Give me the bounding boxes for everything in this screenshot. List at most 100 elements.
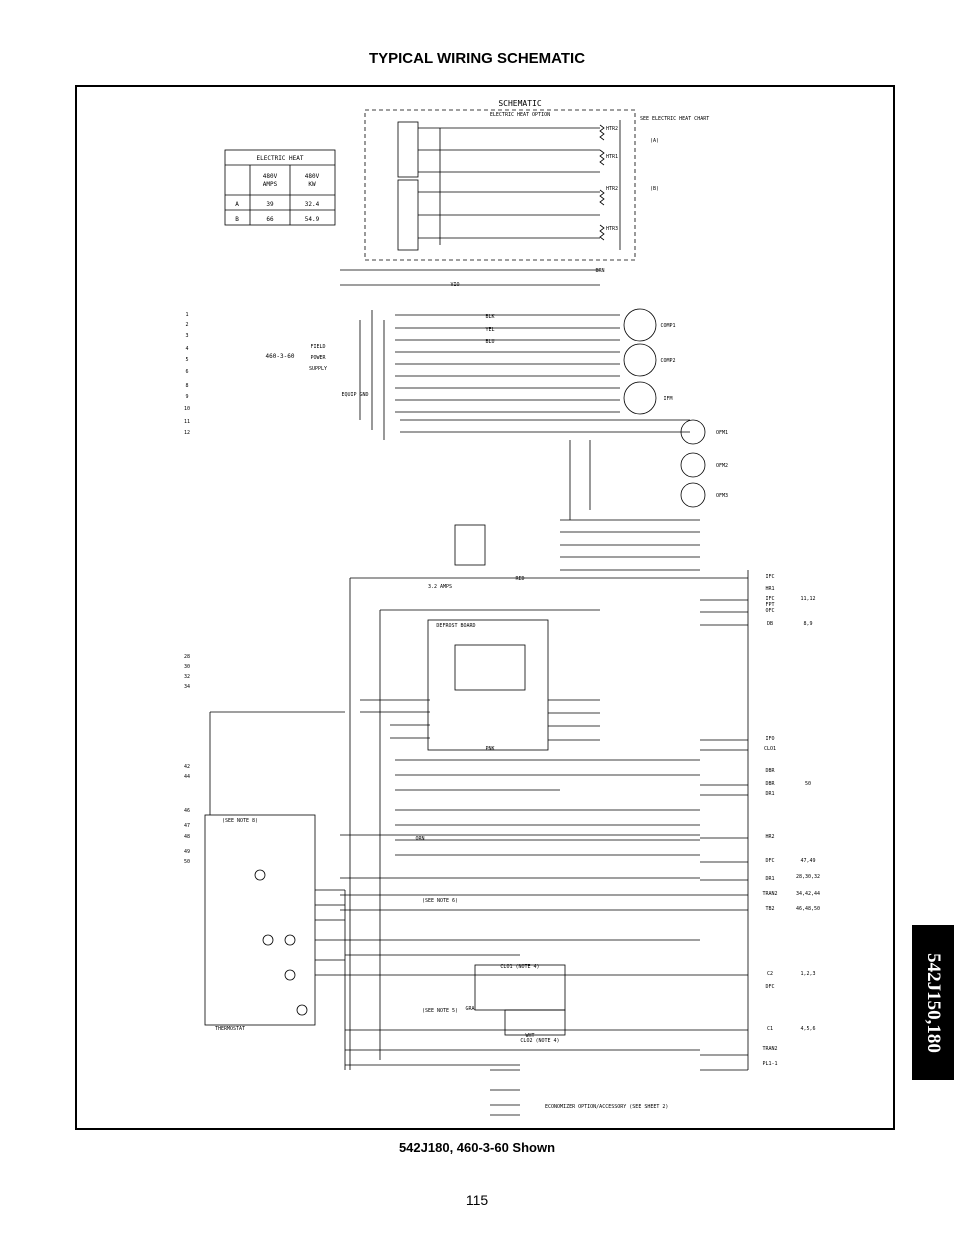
line-number: 50	[184, 859, 190, 865]
clo2-note: CLO2 (NOTE 4)	[520, 1038, 559, 1044]
table-header: 480V	[263, 173, 278, 180]
motor-label: OFM1	[716, 430, 728, 436]
line-number: 9	[185, 394, 188, 400]
line-number: 11	[184, 419, 190, 425]
line-number: 1	[185, 312, 188, 318]
line-number: 30	[184, 664, 190, 670]
heater-group-a: (A)	[650, 138, 659, 144]
wire-color-label: GRA	[465, 1006, 474, 1012]
economizer-note: ECONOMIZER OPTION/ACCESSORY (SEE SHEET 2…	[545, 1104, 668, 1110]
see-note-6: (SEE NOTE 6)	[422, 898, 458, 904]
heater-label: HTR2	[606, 126, 618, 132]
field-power-supply: POWER	[310, 355, 326, 361]
right-ref-label: 28,30,32	[796, 874, 820, 880]
right-terminal-label: DR1	[765, 876, 774, 882]
table-cell: A	[235, 201, 239, 208]
line-number: 34	[184, 684, 190, 690]
field-power-supply: SUPPLY	[309, 366, 327, 372]
right-terminal-label: IFC	[765, 596, 774, 602]
line-number: 5	[185, 357, 188, 363]
right-terminal-label: CLO1	[764, 746, 776, 752]
electric-heat-option-label: ELECTRIC HEAT OPTION	[490, 112, 550, 118]
right-terminal-label: IFC	[765, 574, 774, 580]
clo1-note: CLO1 (NOTE 4)	[500, 964, 539, 970]
right-terminal-label: PL1-1	[762, 1061, 777, 1067]
field-power-supply: FIELD	[310, 344, 325, 350]
motor-label: IFM	[663, 396, 672, 402]
right-ref-label: 8,9	[803, 621, 812, 627]
line-number: 3	[185, 333, 188, 339]
wire-color-label: YEL	[485, 327, 494, 333]
right-terminal-label: DBR	[765, 781, 775, 787]
right-ref-label: 1,2,3	[800, 971, 815, 977]
right-terminal-label: HR1	[765, 586, 774, 592]
line-number: 49	[184, 849, 190, 855]
motor-label: COMP2	[660, 358, 675, 364]
page-title: TYPICAL WIRING SCHEMATIC	[368, 50, 586, 67]
line-number: 46	[184, 808, 190, 814]
cb-rating: 3.2 AMPS	[428, 584, 452, 590]
motor-label: OFM2	[716, 463, 728, 469]
wire-color-label: BRN	[595, 268, 604, 274]
table-header: KW	[308, 181, 316, 188]
table-cell: 66	[266, 216, 274, 223]
defrost-board	[427, 619, 549, 751]
line-number: 42	[184, 764, 190, 770]
line-number: 32	[184, 674, 190, 680]
see-note-8: (SEE NOTE 8)	[222, 818, 258, 824]
defrost-board-label: DEFROST BOARD	[436, 623, 475, 629]
figure-caption: 542J180, 460-3-60 Shown	[398, 1140, 556, 1155]
heater-group-b: (B)	[650, 186, 659, 192]
line-number: 4	[185, 346, 188, 352]
line-number: 12	[184, 430, 190, 436]
table-header: AMPS	[263, 181, 278, 188]
table-cell: 32.4	[305, 201, 320, 208]
right-terminal-label: TRAN2	[762, 1046, 777, 1052]
line-number: 6	[185, 369, 188, 375]
supply-voltage: 460-3-60	[266, 353, 295, 360]
heater-label: HTR1	[606, 154, 618, 160]
table-cell: B	[235, 216, 239, 223]
thermostat-label: THERMOSTAT	[215, 1026, 245, 1032]
side-tab: 542J150,180	[912, 925, 954, 1080]
equip-gnd: EQUIP GND	[341, 392, 368, 398]
right-terminal-label: DFC	[765, 858, 774, 864]
heater-label: HTR2	[606, 186, 618, 192]
right-terminal-label: DR1	[765, 791, 774, 797]
page-number: 115	[465, 1192, 489, 1208]
see-electric-heat-chart: SEE ELECTRIC HEAT CHART	[640, 116, 709, 122]
right-terminal-label: TRAN2	[762, 891, 777, 897]
right-terminal-label: TB2	[765, 906, 774, 912]
right-terminal-label: HR2	[765, 834, 774, 840]
wire-color-label: VIO	[450, 282, 459, 288]
line-number: 2	[185, 322, 188, 328]
wire-color-label: RED	[515, 576, 524, 582]
right-ref-label: 11,12	[800, 596, 815, 602]
wire-color-label: BLU	[485, 339, 494, 345]
line-number: 28	[184, 654, 190, 660]
line-number: 48	[184, 834, 190, 840]
right-ref-label: 46,48,50	[796, 906, 820, 912]
right-terminal-label: FPT	[765, 602, 774, 608]
right-terminal-label: IFO	[765, 736, 774, 742]
right-terminal-label: DBR	[765, 768, 775, 774]
wire-color-label: PNK	[485, 746, 494, 752]
wire-color-label: ORN	[415, 836, 424, 842]
right-ref-label: 4,5,6	[800, 1026, 815, 1032]
right-ref-label: 34,42,44	[796, 891, 820, 897]
schematic-title: SCHEMATIC	[498, 99, 542, 108]
line-number: 44	[184, 774, 190, 780]
table-cell: 39	[266, 201, 274, 208]
line-number: 10	[184, 406, 190, 412]
see-note-5: (SEE NOTE 5)	[422, 1008, 458, 1014]
table-cell: 54.9	[305, 216, 320, 223]
right-ref-label: 47,49	[800, 858, 815, 864]
right-terminal-label: OFC	[765, 608, 774, 614]
right-terminal-label: DFC	[765, 984, 774, 990]
right-terminal-label: C1	[767, 1026, 773, 1032]
wire-color-label: WHT	[525, 1033, 534, 1039]
wire-color-label: BLK	[485, 314, 494, 320]
electric-heat-option-box	[364, 109, 636, 261]
right-terminal-label: C2	[767, 971, 773, 977]
